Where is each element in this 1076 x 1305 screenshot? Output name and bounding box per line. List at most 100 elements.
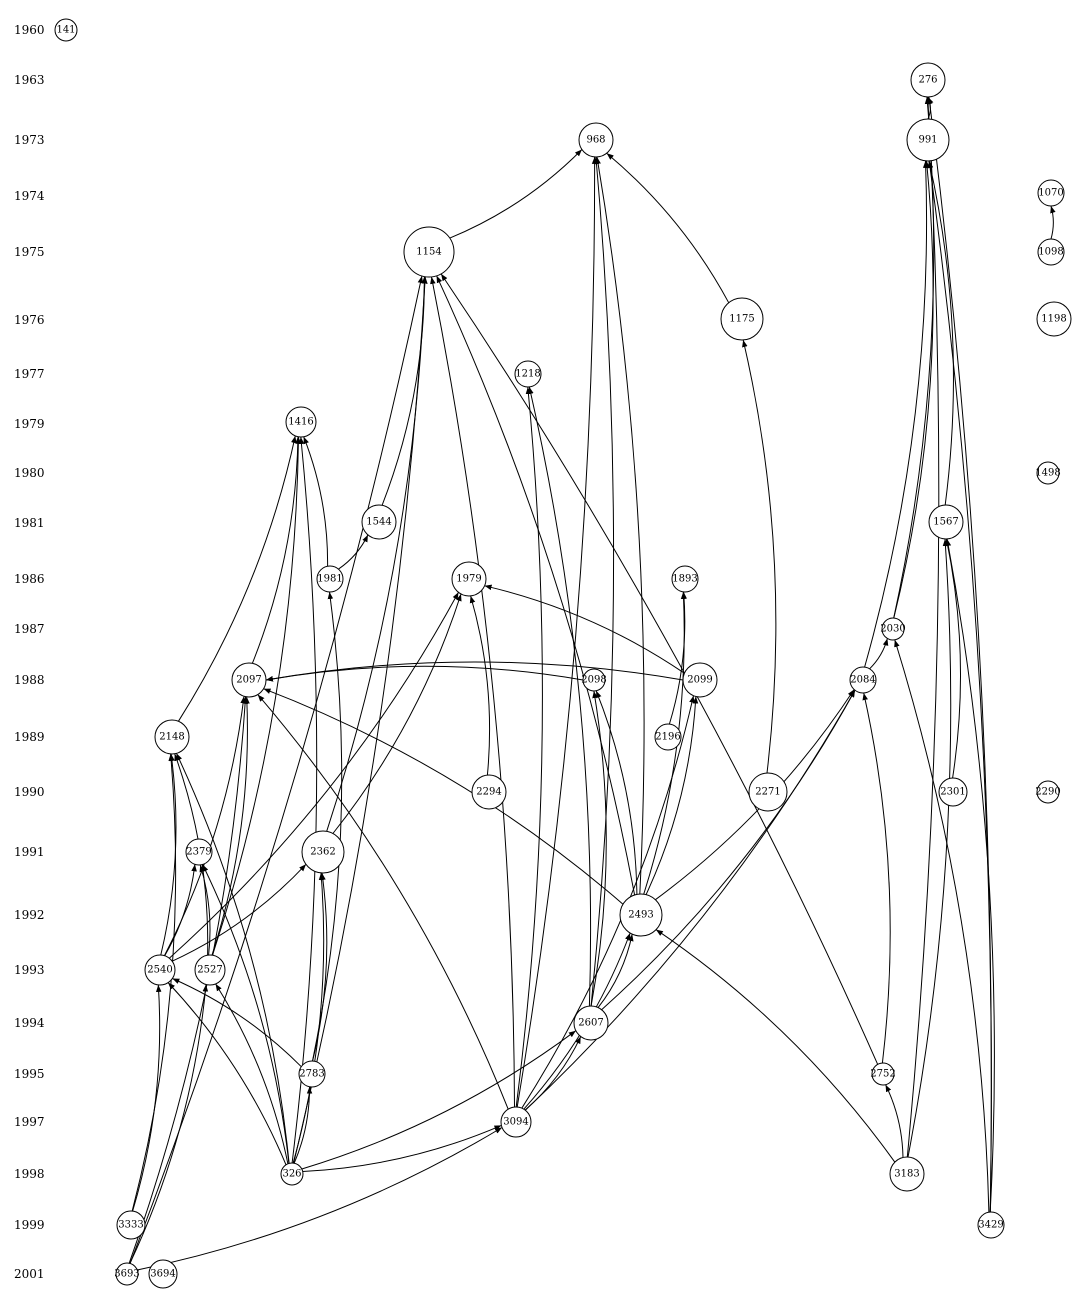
node-2301: 2301 [938, 777, 968, 807]
node-label: 1070 [1038, 188, 1063, 199]
node-label: 968 [586, 135, 605, 146]
node-label: 2301 [940, 787, 965, 798]
node-2030: 2030 [880, 617, 906, 641]
node-label: 141 [56, 25, 75, 36]
edge-2099-to-1979 [484, 584, 685, 674]
node-1175: 1175 [720, 297, 764, 341]
node-circle [578, 122, 614, 158]
year-label: 2001 [14, 1267, 45, 1281]
node-circle [1037, 179, 1065, 207]
node-circle [471, 774, 507, 810]
node-label: 1154 [416, 247, 441, 258]
year-label: 1960 [14, 23, 45, 37]
year-label: 1981 [14, 516, 45, 530]
edge-3094-to-2084 [524, 689, 856, 1111]
node-label: 1198 [1041, 314, 1066, 325]
edge-326-to-3094 [302, 1124, 502, 1172]
edge-3183-to-2752 [885, 1084, 904, 1158]
node-2783: 2783 [298, 1060, 326, 1088]
node-label: 1175 [729, 314, 754, 325]
year-axis-labels: 1960196319731974197519761977197919801981… [14, 23, 45, 1281]
node-1567: 1567 [928, 504, 964, 540]
node-3693: 3693 [114, 1262, 140, 1286]
year-label: 1997 [14, 1115, 45, 1129]
node-label: 2362 [310, 847, 335, 858]
node-label: 2097 [236, 675, 261, 686]
node-circle [280, 1162, 304, 1186]
year-label: 1986 [14, 572, 45, 586]
node-label: 2540 [147, 965, 172, 976]
node-label: 2294 [476, 787, 501, 798]
edge-2493-to-1154 [436, 275, 636, 896]
year-label: 1974 [14, 189, 45, 203]
node-label: 991 [918, 135, 937, 146]
edge-326-to-1416 [291, 436, 318, 1164]
node-2084: 2084 [849, 666, 877, 694]
edge-326-to-2148 [176, 753, 290, 1164]
node-circle [619, 893, 663, 937]
node-circle [938, 777, 968, 807]
node-2607: 2607 [573, 1005, 609, 1041]
year-label: 1980 [14, 466, 45, 480]
edge-2540-to-2362 [171, 863, 307, 962]
edge-2099-to-2097 [265, 661, 684, 682]
node-2493: 2493 [619, 893, 663, 937]
edge-2527-to-1416 [212, 436, 302, 956]
node-1979: 1979 [451, 561, 487, 597]
edge-1098-to-1070 [1050, 205, 1056, 240]
year-label: 1998 [14, 1167, 45, 1181]
node-circle [1036, 461, 1060, 485]
edge-3693-to-2527 [129, 984, 209, 1264]
edge-326-to-2362 [292, 872, 325, 1164]
node-circle [881, 617, 905, 641]
node-2148: 2148 [154, 719, 190, 755]
edge-2196-to-1893 [668, 591, 687, 725]
edge-2148-to-1416 [177, 435, 297, 722]
node-2527: 2527 [194, 954, 226, 986]
node-2097: 2097 [231, 662, 267, 698]
edge-2362-to-1979 [332, 593, 462, 834]
node-circle [849, 666, 877, 694]
node-circle [871, 1062, 895, 1086]
edge-1981-to-1544 [338, 534, 369, 570]
year-label: 1990 [14, 785, 45, 799]
node-2294: 2294 [471, 774, 507, 810]
edge-3429-to-276 [927, 96, 992, 1213]
edge-2527-to-2097 [211, 696, 250, 956]
node-label: 2379 [186, 847, 211, 858]
node-label: 326 [282, 1169, 301, 1180]
node-2379: 2379 [185, 838, 213, 866]
edge-2540-to-2148 [160, 753, 177, 956]
node-circle [116, 1210, 146, 1240]
node-1070: 1070 [1037, 179, 1065, 207]
node-circle [889, 1156, 925, 1192]
node-label: 2084 [850, 675, 875, 686]
node-circle [748, 772, 788, 812]
edge-3183-to-276 [906, 96, 940, 1158]
node-326: 326 [280, 1162, 304, 1186]
node-circle [514, 360, 542, 388]
node-2099: 2099 [682, 662, 718, 698]
node-2098: 2098 [581, 668, 607, 692]
node-2271: 2271 [748, 772, 788, 812]
node-circle [148, 1259, 178, 1289]
node-circle [316, 565, 344, 593]
node-label: 2752 [870, 1069, 895, 1080]
node-label: 3429 [978, 1220, 1003, 1231]
node-label: 1979 [456, 574, 481, 585]
edge-326-to-2540 [167, 982, 287, 1165]
node-label: 2493 [628, 910, 653, 921]
edge-2607-to-2098 [590, 690, 607, 1007]
node-circle [500, 1106, 532, 1138]
node-label: 276 [918, 75, 937, 86]
edge-1154-to-968 [449, 149, 583, 239]
node-label: 3094 [503, 1117, 528, 1128]
node-1416: 1416 [285, 406, 317, 438]
edge-3333-to-2540 [132, 984, 162, 1212]
node-circle [285, 406, 317, 438]
node-circle [231, 662, 267, 698]
edge-2493-to-968 [595, 156, 645, 895]
year-label: 1977 [14, 367, 45, 381]
edge-2294-to-1979 [469, 595, 491, 776]
